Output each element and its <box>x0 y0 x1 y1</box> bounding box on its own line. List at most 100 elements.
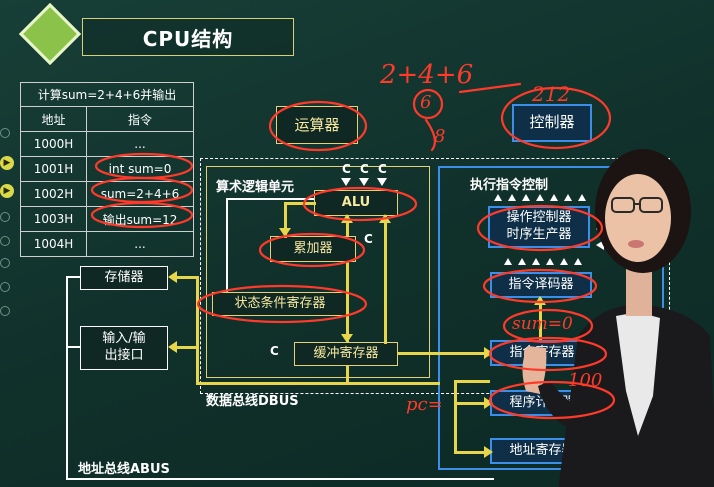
alu-region <box>206 166 430 378</box>
flow-arrow-icon <box>168 341 177 353</box>
ink-sum-expression: 2+4+6 <box>380 60 474 90</box>
flow-arrow-icon <box>379 214 391 223</box>
bus-line <box>384 216 387 344</box>
side-dot <box>0 236 10 246</box>
flow-arrow-icon <box>279 228 291 237</box>
signal-line <box>226 198 228 292</box>
program-table-caption: 计算sum=2+4+6并输出 <box>20 82 194 107</box>
signal-arrow-icon <box>564 194 572 201</box>
bus-line <box>284 202 316 205</box>
alu-box: ALU <box>314 190 398 216</box>
flow-arrow-icon <box>484 446 493 458</box>
data-bus-line <box>176 346 198 349</box>
ink-partial: 6 <box>420 92 432 113</box>
side-dot <box>0 212 10 222</box>
table-header-address: 地址 <box>20 106 87 132</box>
slide-title: CPU结构 <box>82 18 294 56</box>
table-row: 1001H int sum=0 <box>20 156 194 182</box>
control-region-title: 执行指令控制 <box>470 178 549 193</box>
bus-line <box>454 380 457 454</box>
table-row: 1004H ... <box>20 231 194 257</box>
signal-arrow-icon <box>341 178 351 186</box>
side-dot <box>0 258 10 268</box>
c-signal-label: C <box>342 162 351 176</box>
ink-sum-zero: sum=0 <box>512 314 573 334</box>
bus-line <box>454 380 490 383</box>
table-cell-instruction: ... <box>86 231 194 257</box>
side-dot <box>0 282 10 292</box>
table-cell-instruction: sum=2+4+6 <box>86 181 194 207</box>
io-label-line1: 输入/输 <box>102 331 146 347</box>
flow-arrow-icon <box>341 214 353 223</box>
program-table: 计算sum=2+4+6并输出 地址 指令 1000H ... 1001H int… <box>20 82 194 257</box>
pointer-arrow-icon: ▶ <box>0 184 14 198</box>
table-cell-address: 1004H <box>20 231 87 257</box>
table-row: 1003H 输出sum=12 <box>20 206 194 232</box>
table-cell-address: 1000H <box>20 131 87 157</box>
title-diamond-icon <box>18 2 82 66</box>
signal-arrow-icon <box>508 194 516 201</box>
status-register-box: 状态条件寄存器 <box>212 292 348 316</box>
table-cell-address: 1003H <box>20 206 87 232</box>
address-bus-line <box>66 276 80 278</box>
bus-line <box>284 202 287 238</box>
alu-region-title: 算术逻辑单元 <box>216 180 295 195</box>
bus-line <box>454 451 490 454</box>
table-cell-instruction: ... <box>86 131 194 157</box>
data-bus-label: 数据总线DBUS <box>206 394 299 409</box>
signal-arrow-icon <box>578 194 586 201</box>
bus-line <box>346 216 349 236</box>
address-bus-line <box>66 276 68 480</box>
data-bus-line <box>196 382 440 385</box>
side-dot <box>0 128 10 138</box>
table-row: 1002H sum=2+4+6 <box>20 181 194 207</box>
presenter-image <box>522 149 714 487</box>
signal-arrow-icon <box>550 194 558 201</box>
bus-line <box>346 262 349 342</box>
side-dot <box>0 306 10 316</box>
alu-group-label: 运算器 <box>276 106 358 144</box>
buffer-register-box: 缓冲寄存器 <box>294 342 398 366</box>
signal-arrow-icon <box>522 194 530 201</box>
signal-arrow-icon <box>546 258 554 265</box>
io-label-line2: 出接口 <box>104 348 144 363</box>
table-cell-instruction: 输出sum=12 <box>86 206 194 232</box>
data-bus-line <box>176 276 198 279</box>
ink-result: 212 <box>532 82 571 106</box>
table-row: 1000H ... <box>20 131 194 157</box>
signal-arrow-icon <box>560 258 568 265</box>
flow-arrow-icon <box>484 347 493 359</box>
table-cell-instruction: int sum=0 <box>86 156 194 182</box>
c-signal-label: C <box>378 162 387 176</box>
pointer-arrow-icon: ▶ <box>0 156 14 170</box>
flow-arrow-icon <box>168 271 177 283</box>
signal-arrow-icon <box>536 194 544 201</box>
address-bus-line <box>66 478 494 480</box>
signal-arrow-icon <box>494 194 502 201</box>
memory-label: 存储器 <box>104 269 144 285</box>
signal-arrow-icon <box>359 178 369 186</box>
signal-arrow-icon <box>504 258 512 265</box>
data-bus-line <box>346 366 349 384</box>
bus-line <box>454 402 490 405</box>
cpu-region <box>200 158 670 394</box>
signal-arrow-icon <box>532 258 540 265</box>
ink-partial-2: 8 <box>434 126 446 147</box>
signal-line <box>226 198 314 200</box>
c-signal-label: C <box>364 232 373 246</box>
signal-arrow-icon <box>574 258 582 265</box>
table-cell-address: 1001H <box>20 156 87 182</box>
address-bus-label: 地址总线ABUS <box>78 462 170 477</box>
ink-pc-value: 100 <box>568 370 603 391</box>
memory-box: 存储器 <box>80 266 168 290</box>
ink-pc-note: pc= <box>406 394 443 415</box>
flow-arrow-icon <box>484 397 493 409</box>
c-signal-label: C <box>270 344 279 358</box>
signal-arrow-icon <box>518 258 526 265</box>
address-bus-line <box>66 346 80 348</box>
data-bus-line <box>196 276 199 384</box>
c-signal-label: C <box>360 162 369 176</box>
table-cell-address: 1002H <box>20 181 87 207</box>
table-header-instruction: 指令 <box>86 106 194 132</box>
